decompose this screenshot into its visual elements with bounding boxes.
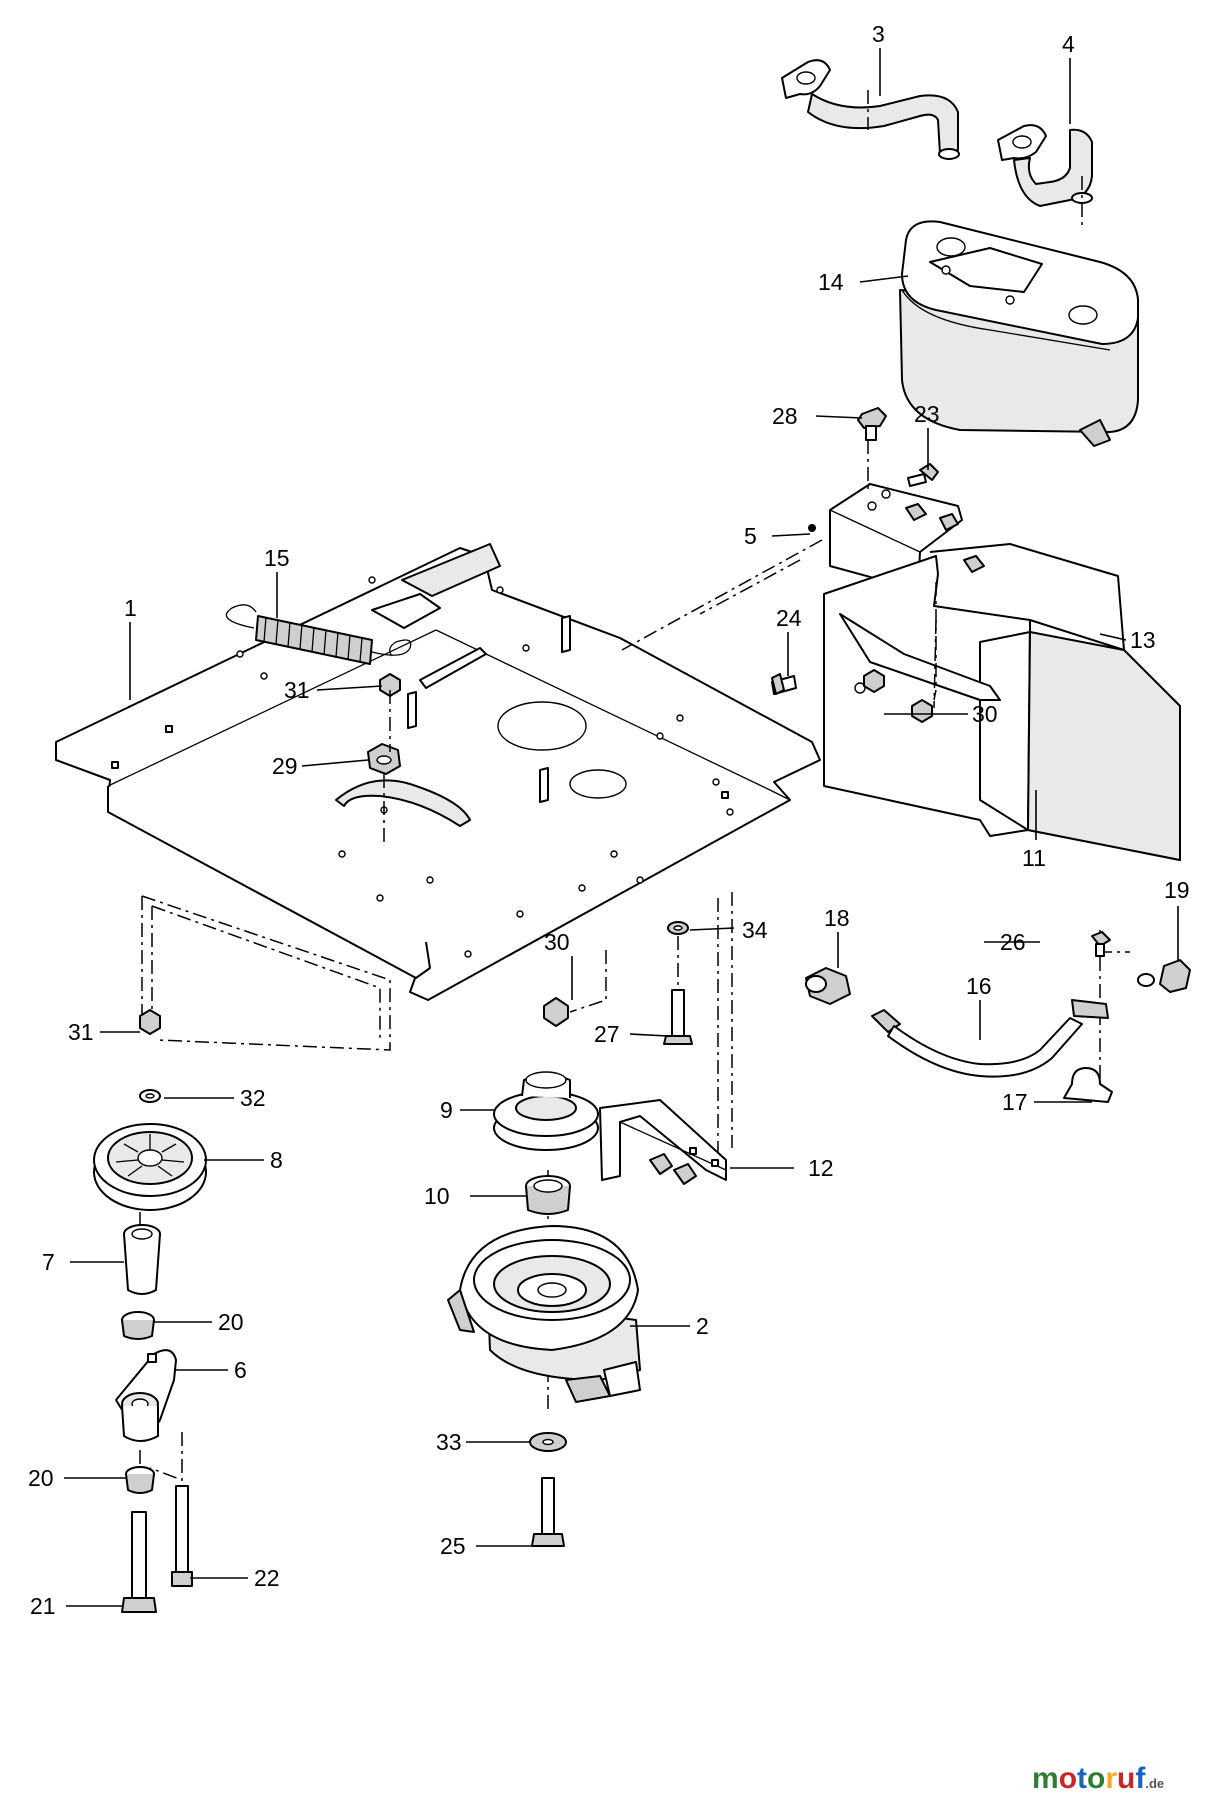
- callout-28: 28: [772, 403, 798, 429]
- callout-34: 34: [742, 917, 768, 943]
- callout-26: 26: [1000, 929, 1026, 955]
- callout-30-upper: 30: [972, 701, 998, 727]
- bushing-20-lower: [125, 1466, 155, 1494]
- callout-14: 14: [818, 269, 844, 295]
- callout-21: 21: [30, 1593, 56, 1619]
- watermark-brand: motoruf.de: [1032, 1762, 1164, 1795]
- washer-32: [139, 1089, 161, 1103]
- callout-23: 23: [914, 401, 940, 427]
- pulley-9: [493, 1071, 599, 1151]
- callout-12: 12: [808, 1155, 834, 1181]
- leader-lines: [64, 48, 1179, 1607]
- callout-10: 10: [424, 1183, 450, 1209]
- callout-5: 5: [744, 523, 757, 549]
- bolt-21: [121, 1511, 157, 1613]
- callout-18: 18: [824, 905, 850, 931]
- bolt-28: [857, 407, 887, 441]
- callout-4: 4: [1062, 31, 1075, 57]
- muffler-14: [899, 220, 1139, 447]
- callout-16: 16: [966, 973, 992, 999]
- washer-33: [529, 1432, 567, 1452]
- callout-17: 17: [1002, 1089, 1028, 1115]
- spring-15: [225, 604, 412, 665]
- callout-19: 19: [1164, 877, 1190, 903]
- callout-31-lower: 31: [68, 1019, 94, 1045]
- idler-arm-6: [115, 1349, 177, 1442]
- callout-20-lower: 20: [28, 1465, 54, 1491]
- bolt-22: [171, 1485, 193, 1587]
- callout-3: 3: [872, 21, 885, 47]
- bolt-27: [663, 989, 693, 1045]
- nut-31-lower: [139, 1009, 161, 1035]
- fuel-hose-16: [871, 999, 1109, 1078]
- spacer-7: [123, 1224, 161, 1295]
- callout-1: 1: [124, 595, 137, 621]
- callout-33: 33: [436, 1429, 462, 1455]
- callout-6: 6: [234, 1357, 247, 1383]
- callout-22: 22: [254, 1565, 280, 1591]
- callout-20-upper: 20: [218, 1309, 244, 1335]
- fitting-19: [1137, 959, 1191, 993]
- idler-pulley-8: [93, 1123, 207, 1211]
- callout-25: 25: [440, 1533, 466, 1559]
- nut-31-upper: [379, 673, 401, 697]
- callout-29: 29: [272, 753, 298, 779]
- assembly-lines: [139, 90, 1130, 1484]
- callout-7: 7: [42, 1249, 55, 1275]
- bolt-24: [771, 673, 797, 695]
- callout-13: 13: [1130, 627, 1156, 653]
- callout-27: 27: [594, 1021, 620, 1047]
- callout-9: 9: [440, 1097, 453, 1123]
- callout-24: 24: [776, 605, 802, 631]
- bushing-20-upper: [121, 1311, 155, 1340]
- heat-shield-13: [823, 543, 1181, 861]
- bolt-23: [907, 463, 939, 487]
- callout-32: 32: [240, 1085, 266, 1111]
- nut-30-lower: [543, 997, 569, 1027]
- exhaust-pipe-4: [997, 124, 1093, 207]
- clamp-17: [1063, 1067, 1113, 1103]
- fitting-18: [805, 967, 851, 1005]
- bolt-25: [531, 1477, 565, 1547]
- bushing-10: [525, 1175, 571, 1215]
- clutch-bracket-12: [599, 1099, 727, 1185]
- callout-8: 8: [270, 1147, 283, 1173]
- exhaust-pipe-3: [781, 59, 960, 160]
- callout-11: 11: [1022, 845, 1046, 871]
- mount-plate-1: [55, 543, 821, 1001]
- nut-30-upper: [863, 669, 933, 723]
- nut-29: [367, 743, 401, 775]
- washer-34: [667, 921, 689, 935]
- callout-30-lower: 30: [544, 929, 570, 955]
- callout-labels: 1 2 3 4 5 6 7 8 9 10 11 12 13 14 15 16 1…: [28, 21, 1190, 1619]
- callout-2: 2: [696, 1313, 709, 1339]
- watermark-logo: motoruf.de: [1032, 1762, 1164, 1795]
- bolt-26: [1091, 931, 1111, 957]
- callout-15: 15: [264, 545, 290, 571]
- electric-clutch-2: [447, 1225, 641, 1403]
- bracket-5: [808, 483, 963, 594]
- callout-31-upper: 31: [284, 677, 310, 703]
